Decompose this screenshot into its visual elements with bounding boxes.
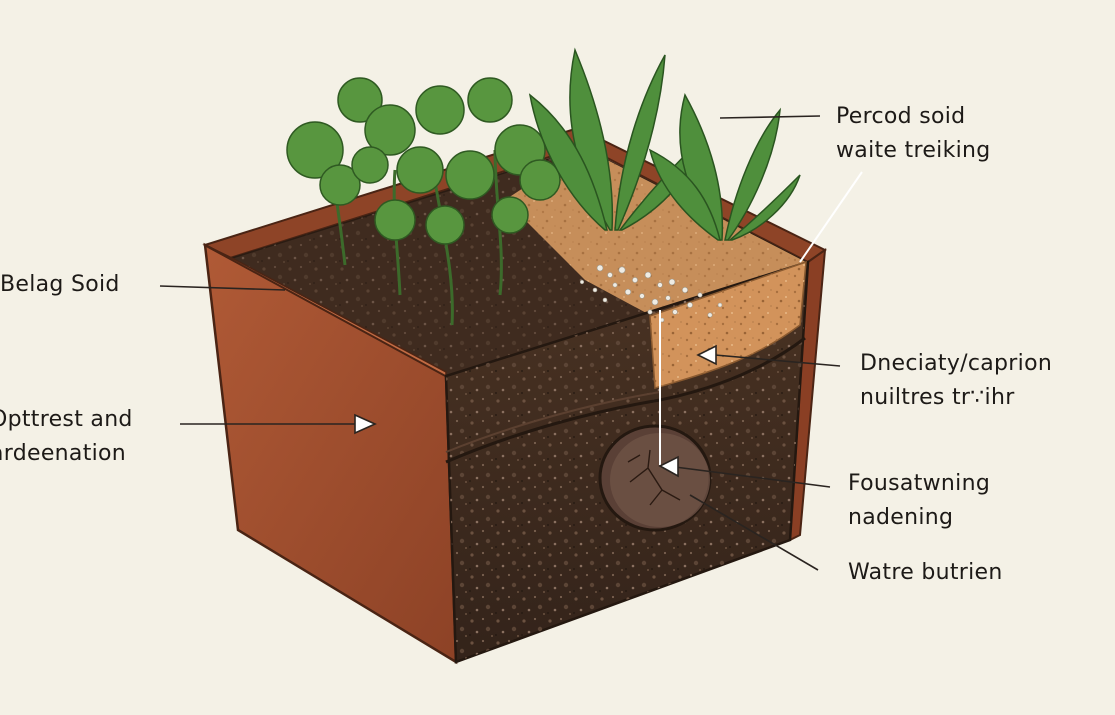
seedlings — [286, 77, 561, 326]
label-right-bottom-line1: Watre butrien — [848, 560, 1003, 585]
label-top-right-line2: waite treiking — [836, 138, 991, 163]
leader-lines — [159, 115, 863, 571]
label-left-top: Belag Soid — [0, 268, 120, 302]
label-right-upper: Dneciaty/caprion nuiltres tr∵ihr — [860, 347, 1052, 415]
label-left-middle-line1: Opttrest and — [0, 407, 133, 432]
soil-cross-section — [444, 260, 810, 664]
label-left-middle-line2: ardeenation — [0, 441, 127, 466]
label-right-upper-line1: Dneciaty/caprion — [860, 351, 1053, 376]
label-right-middle-line2: nadening — [848, 505, 954, 530]
label-right-middle: Fousatwning nadening — [848, 467, 990, 535]
leafy-plants — [528, 47, 801, 241]
label-top-right: Percod soid waite treiking — [836, 100, 991, 168]
label-top-right-line1: Percod soid — [836, 104, 966, 129]
perlite-pebbles — [579, 264, 723, 323]
label-right-upper-line2: nuiltres tr∵ihr — [860, 385, 1015, 410]
label-left-middle: Opttrest and ardeenation — [0, 403, 133, 471]
label-right-middle-line1: Fousatwning — [848, 471, 991, 496]
label-right-bottom: Watre butrien — [848, 556, 1003, 590]
label-left-top-line1: Belag Soid — [0, 272, 120, 297]
